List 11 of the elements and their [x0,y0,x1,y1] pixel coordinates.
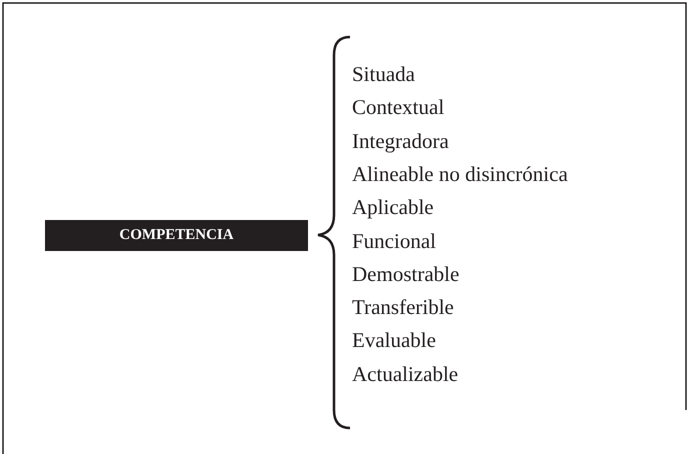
list-item: Actualizable [352,362,458,386]
list-item: Alineable no disincrónica [352,162,568,186]
list-item: Integradora [352,128,449,153]
list-item: Transferible [352,295,454,320]
list-item: Situada [352,62,415,86]
concept-box: COMPETENCIA [45,220,308,251]
list-item: Demostrable [352,262,460,286]
list-item: Funcional [352,228,436,252]
list-item: Aplicable [352,195,434,220]
list-item: Evaluable [352,328,436,352]
list-item: Contextual [352,95,444,120]
